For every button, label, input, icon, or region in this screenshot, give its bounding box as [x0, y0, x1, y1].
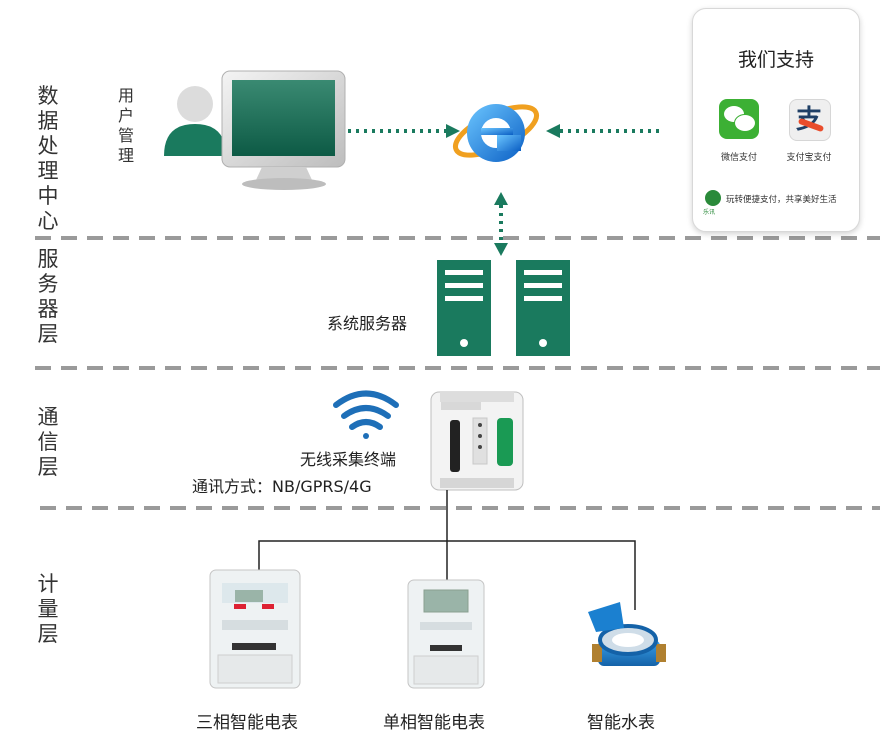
dotted-arrows [348, 124, 662, 256]
payment-support-card: 我们支持 微信支付 支 支付宝支付 乐讯 玩转便捷支付，共享美好生活 [692, 8, 860, 232]
communication-method-label: 通讯方式：NB/GPRS/4G [192, 477, 372, 496]
water-meter-label: 智能水表 [587, 713, 655, 733]
single-phase-meter-label: 单相智能电表 [383, 713, 485, 733]
wireless-terminal-device [430, 391, 524, 491]
brand-logo-icon [705, 190, 721, 206]
brand-badge-text: 乐讯 [703, 209, 716, 216]
internet-explorer-icon [452, 104, 540, 162]
water-meter-icon [588, 602, 666, 666]
wireless-terminal-label: 无线采集终端 [300, 450, 397, 469]
layer-label-metering: 计量层 [37, 572, 59, 646]
meter-wiring [258, 490, 636, 610]
wechat-pay-label: 微信支付 [720, 153, 757, 163]
three-phase-meter-label: 三相智能电表 [196, 713, 298, 733]
layer-label-server: 服务器层 [37, 247, 59, 346]
payment-footer-text: 玩转便捷支付，共享美好生活 [726, 195, 837, 205]
computer-monitor-icon [221, 70, 346, 190]
layer-separators [35, 236, 880, 510]
alipay-icon[interactable]: 支 [789, 99, 831, 141]
single-phase-meter-icon [407, 579, 485, 689]
payment-card-title: 我们支持 [737, 49, 814, 71]
user-management-label: 用户管理 [117, 86, 134, 165]
layer-label-communication: 通信层 [37, 405, 59, 479]
wechat-pay-icon[interactable] [719, 99, 759, 139]
server-icon-right [516, 260, 570, 356]
three-phase-meter-icon [209, 569, 301, 689]
system-server-label: 系统服务器 [327, 314, 408, 333]
server-icon-left [437, 260, 491, 356]
layer-label-data-center: 数据处理中心 [37, 84, 59, 233]
user-icon [164, 86, 226, 156]
wifi-icon [333, 390, 399, 439]
alipay-label: 支付宝支付 [786, 153, 832, 163]
